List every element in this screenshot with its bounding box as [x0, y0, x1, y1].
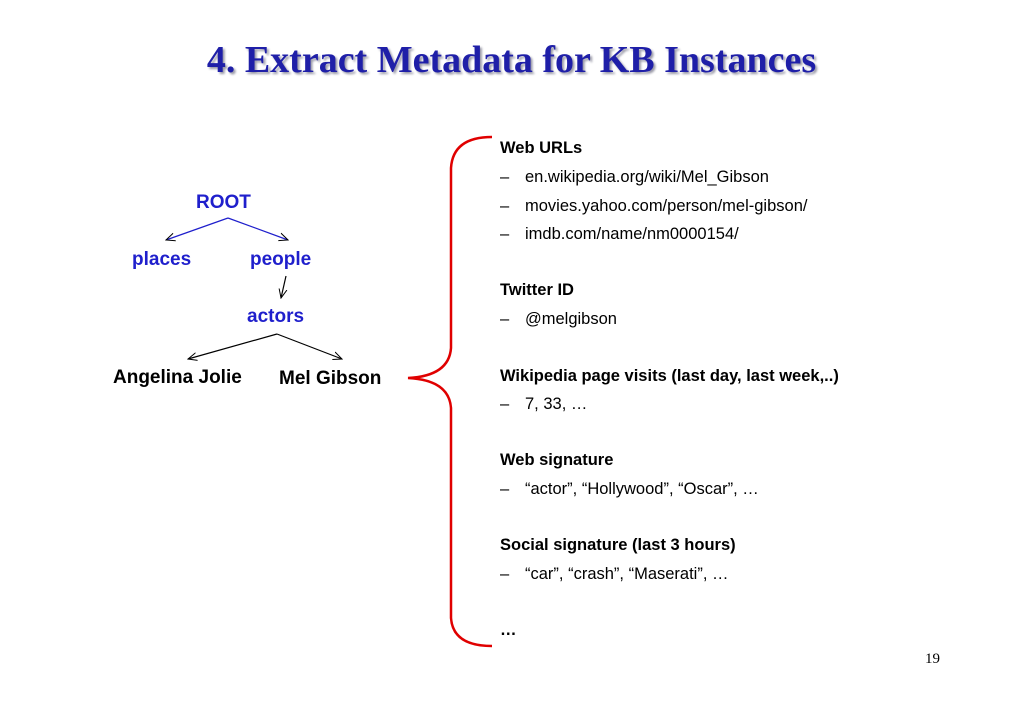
ellipsis-more: …: [500, 621, 517, 639]
list-item-social-signature: –“car”, “crash”, “Maserati”, …: [500, 565, 729, 583]
heading-social-signature: Social signature (last 3 hours): [500, 536, 736, 554]
edge-actors-angelina: [188, 333, 278, 359]
list-item-wiki-visits: –7, 33, …: [500, 395, 588, 413]
edge-people-actors: [281, 275, 286, 298]
dash-marker: –: [500, 197, 510, 215]
edge-actors-mel: [276, 333, 342, 359]
dash-marker: –: [500, 225, 510, 243]
heading-web-urls: Web URLs: [500, 139, 583, 157]
edge-root-people: [227, 217, 288, 240]
edge-root-places: [166, 217, 229, 240]
list-item-twitter: –@melgibson: [500, 310, 617, 328]
tree-node-mel-gibson: Mel Gibson: [279, 368, 382, 389]
list-item-web-url-2: –movies.yahoo.com/person/mel-gibson/: [500, 197, 808, 215]
tree-node-root: ROOT: [196, 192, 251, 213]
curly-brace: [407, 135, 493, 648]
tree-node-actors: actors: [247, 306, 305, 327]
list-item-web-signature: –“actor”, “Hollywood”, “Oscar”, …: [500, 480, 759, 498]
dash-marker: –: [500, 565, 510, 583]
dash-marker: –: [500, 310, 510, 328]
page-number: 19: [925, 651, 940, 667]
slide-title: 4. Extract Metadata for KB Instances: [206, 39, 817, 81]
dash-marker: –: [500, 168, 510, 186]
tree-node-people: people: [250, 249, 312, 270]
tree-node-angelina-jolie: Angelina Jolie: [113, 367, 242, 388]
dash-marker: –: [500, 480, 510, 498]
heading-web-signature: Web signature: [500, 451, 614, 469]
dash-marker: –: [500, 395, 510, 413]
heading-wikipedia-visits: Wikipedia page visits (last day, last we…: [500, 367, 839, 385]
list-item-web-url-3: –imdb.com/name/nm0000154/: [500, 225, 739, 243]
heading-twitter-id: Twitter ID: [500, 281, 574, 299]
list-item-web-url-1: –en.wikipedia.org/wiki/Mel_Gibson: [500, 168, 769, 186]
tree-node-places: places: [132, 249, 192, 270]
